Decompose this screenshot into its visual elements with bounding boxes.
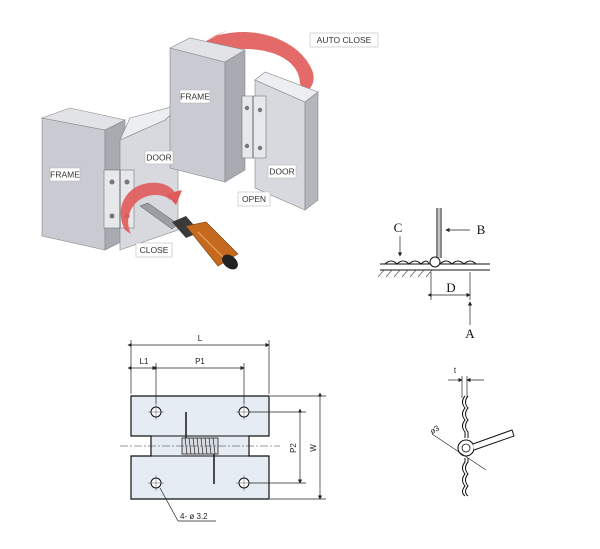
door-panel-right xyxy=(254,71,319,211)
label-close: CLOSE xyxy=(135,242,173,258)
dim-p2: P2 xyxy=(289,443,298,453)
label-frame-left: FRAME xyxy=(49,167,81,182)
dim-dia: ø3 xyxy=(428,423,441,436)
dim-l: L xyxy=(198,334,203,343)
label-auto-close: AUTO CLOSE xyxy=(309,32,379,48)
label-frame-right: FRAME xyxy=(179,89,211,104)
frame-panel-right xyxy=(169,37,246,183)
svg-text:DOOR: DOOR xyxy=(269,167,295,177)
label-open: OPEN xyxy=(237,191,271,207)
svg-text:FRAME: FRAME xyxy=(50,170,80,180)
dim-w: W xyxy=(309,444,318,452)
side-view-drawing: t ø3 xyxy=(428,366,515,497)
label-d: D xyxy=(446,280,455,295)
svg-text:FRAME: FRAME xyxy=(180,92,210,102)
dim-holes: 4- ø 3.2 xyxy=(180,512,208,521)
label-door-left: DOOR xyxy=(144,150,174,165)
dim-t: t xyxy=(454,366,457,375)
screwdriver-icon xyxy=(139,202,239,270)
force-diagram: C B D A xyxy=(377,208,490,341)
dim-p1: P1 xyxy=(195,357,205,366)
svg-text:CLOSE: CLOSE xyxy=(140,245,169,255)
svg-text:AUTO CLOSE: AUTO CLOSE xyxy=(317,35,372,45)
svg-text:DOOR: DOOR xyxy=(146,153,172,163)
close-arrow xyxy=(120,182,176,234)
dim-l1: L1 xyxy=(140,357,149,366)
front-view-drawing: L L1 P1 P2 W 4- ø 3.2 xyxy=(120,334,326,522)
label-a: A xyxy=(465,326,475,341)
label-c: C xyxy=(394,220,403,235)
hinge-illustration: AUTO CLOSE FRAME DOOR FRAME DOOR OPEN CL… xyxy=(40,30,379,270)
hinge-right xyxy=(241,95,267,159)
auto-close-arrow xyxy=(200,30,314,92)
svg-text:OPEN: OPEN xyxy=(242,194,266,204)
label-b: B xyxy=(477,222,486,237)
label-door-right: DOOR xyxy=(267,164,297,179)
mounting-holes xyxy=(148,404,252,491)
